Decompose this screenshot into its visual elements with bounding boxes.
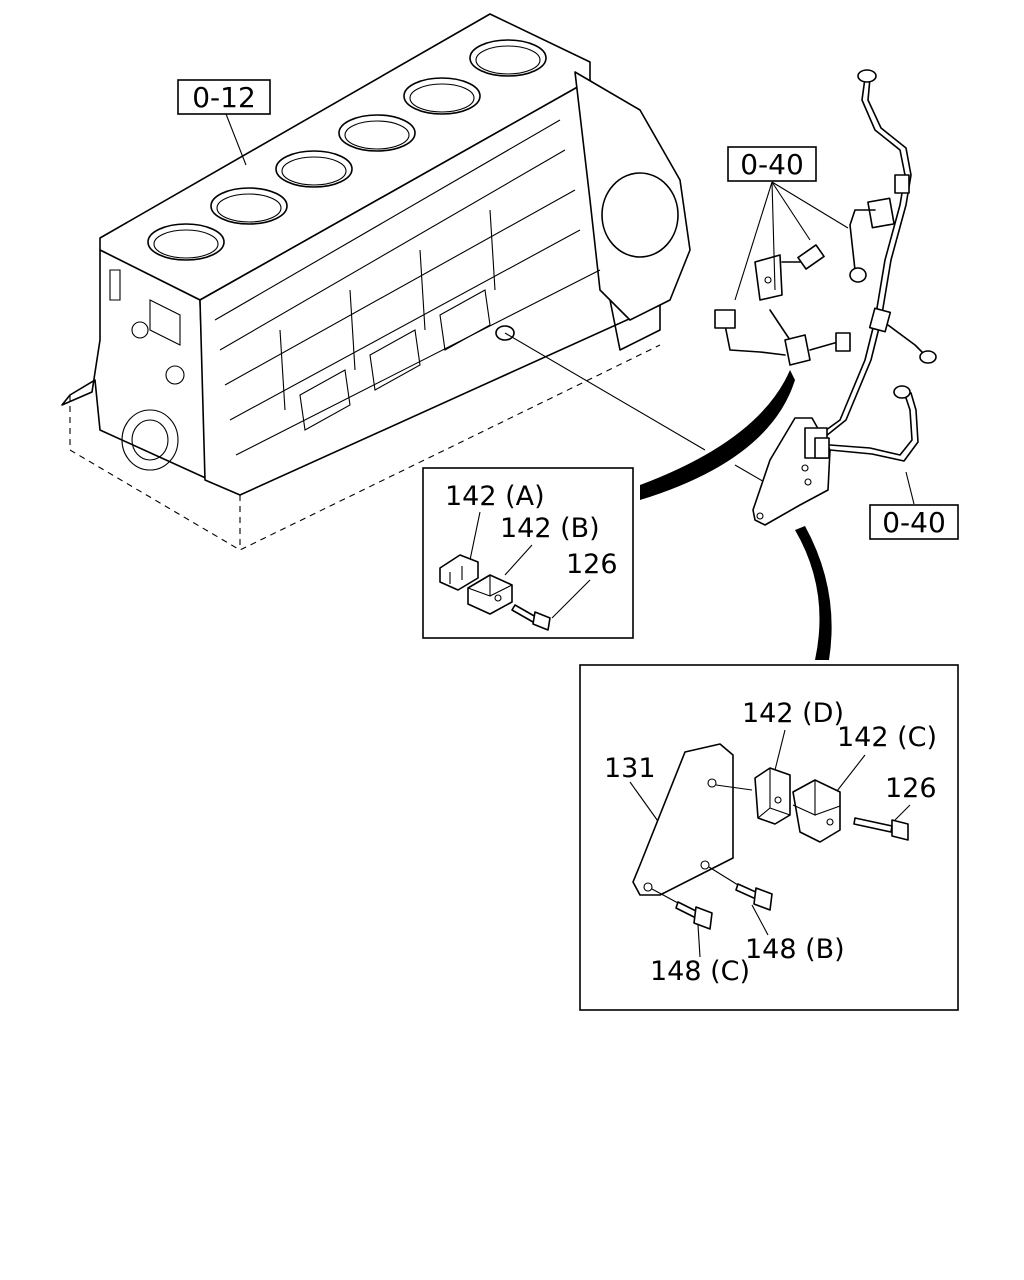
detail-b-pointer bbox=[795, 526, 832, 660]
engine-block bbox=[61, 13, 691, 551]
ref-lower-pipe-label: 0-40 bbox=[882, 506, 946, 539]
label-142c: 142 (C) bbox=[837, 722, 937, 753]
detail-box-a: 142 (A) 142 (B) 126 bbox=[422, 467, 634, 639]
label-148b: 148 (B) bbox=[745, 934, 845, 965]
ref-upper-pipe-callout: 0-40 bbox=[727, 146, 849, 301]
ref-block-label: 0-12 bbox=[192, 81, 256, 114]
label-142d: 142 (D) bbox=[742, 698, 844, 729]
ref-lower-pipe-callout: 0-40 bbox=[869, 471, 959, 540]
oil-pipe-assembly bbox=[714, 69, 937, 526]
block-to-bracket-leader bbox=[504, 332, 706, 451]
label-126-a: 126 bbox=[566, 549, 618, 580]
label-142a: 142 (A) bbox=[445, 481, 545, 512]
label-126-b: 126 bbox=[885, 773, 937, 804]
ref-block-callout: 0-12 bbox=[177, 79, 271, 166]
label-142b: 142 (B) bbox=[500, 513, 600, 544]
ref-upper-pipe-label: 0-40 bbox=[740, 148, 804, 181]
label-131: 131 bbox=[604, 753, 656, 784]
label-148c: 148 (C) bbox=[650, 956, 750, 987]
detail-a-pointer bbox=[640, 370, 795, 500]
detail-box-b: 142 (D) 142 (C) 131 126 148 (B) 148 (C) bbox=[579, 664, 959, 1011]
